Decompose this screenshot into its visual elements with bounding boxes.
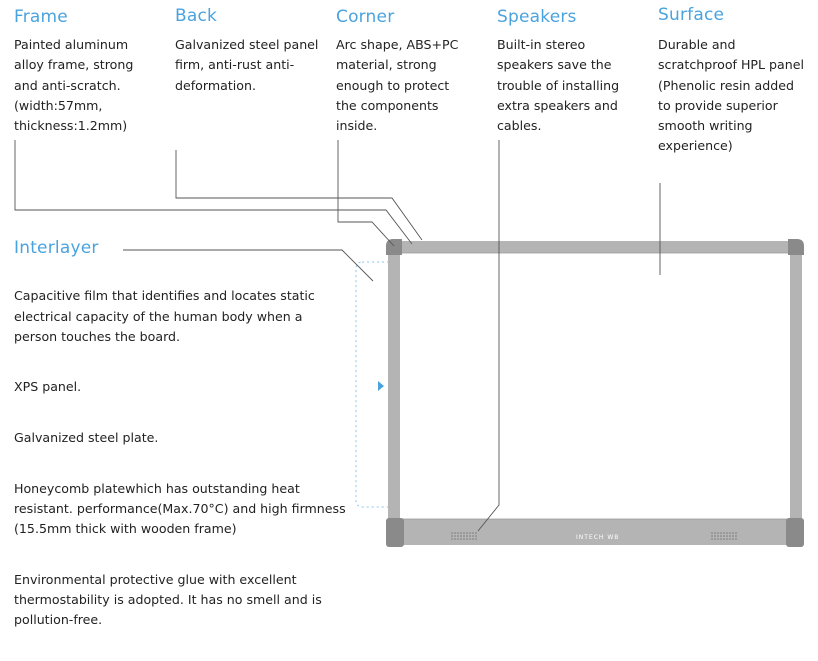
- board-frame: [388, 241, 802, 545]
- whiteboard-illustration: [14, 140, 804, 547]
- board-corners: [386, 239, 804, 547]
- back-leader-line: [175, 150, 423, 241]
- speakers-description: Built-in stereo speakers save the troubl…: [497, 37, 620, 134]
- back-title: Back: [175, 6, 218, 26]
- corner-description: Arc shape, ABS+PC material, strong enoug…: [336, 37, 459, 134]
- interlayer-item-protective-glue: Environmental protective glue with excel…: [14, 571, 322, 628]
- frame-title: Frame: [14, 7, 68, 27]
- interlayer-arrow-icon: [378, 381, 384, 391]
- corner-title: Corner: [336, 7, 395, 27]
- speaker-grille-left: [451, 532, 477, 540]
- speakers-title: Speakers: [497, 7, 577, 27]
- speakers-leader-line: [477, 140, 500, 532]
- leader-lines: [14, 140, 661, 532]
- interlayer-item-galvanized-plate: Galvanized steel plate.: [14, 430, 159, 446]
- frame-leader-line: [14, 140, 413, 245]
- interlayer-item-capacitive-film: Capacitive film that identifies and loca…: [14, 288, 315, 344]
- interlayer-item-xps-panel: XPS panel.: [14, 379, 82, 395]
- surface-description: Durable and scratchproof HPL panel (Phen…: [658, 37, 804, 154]
- speaker-grille-right: [711, 532, 737, 540]
- interlayer-leader-line: [123, 249, 374, 282]
- surface-title: Surface: [658, 5, 725, 25]
- back-description: Galvanized steel panel firm, anti-rust a…: [175, 37, 319, 93]
- interlayer-title: Interlayer: [14, 238, 99, 258]
- interlayer-item-honeycomb-plate: Honeycomb platewhich has outstanding hea…: [14, 480, 346, 537]
- frame-description: Painted aluminum alloy frame, strong and…: [14, 37, 134, 134]
- corner-leader-line: [337, 140, 395, 247]
- board-brand-logo: INTECH WB: [576, 534, 620, 541]
